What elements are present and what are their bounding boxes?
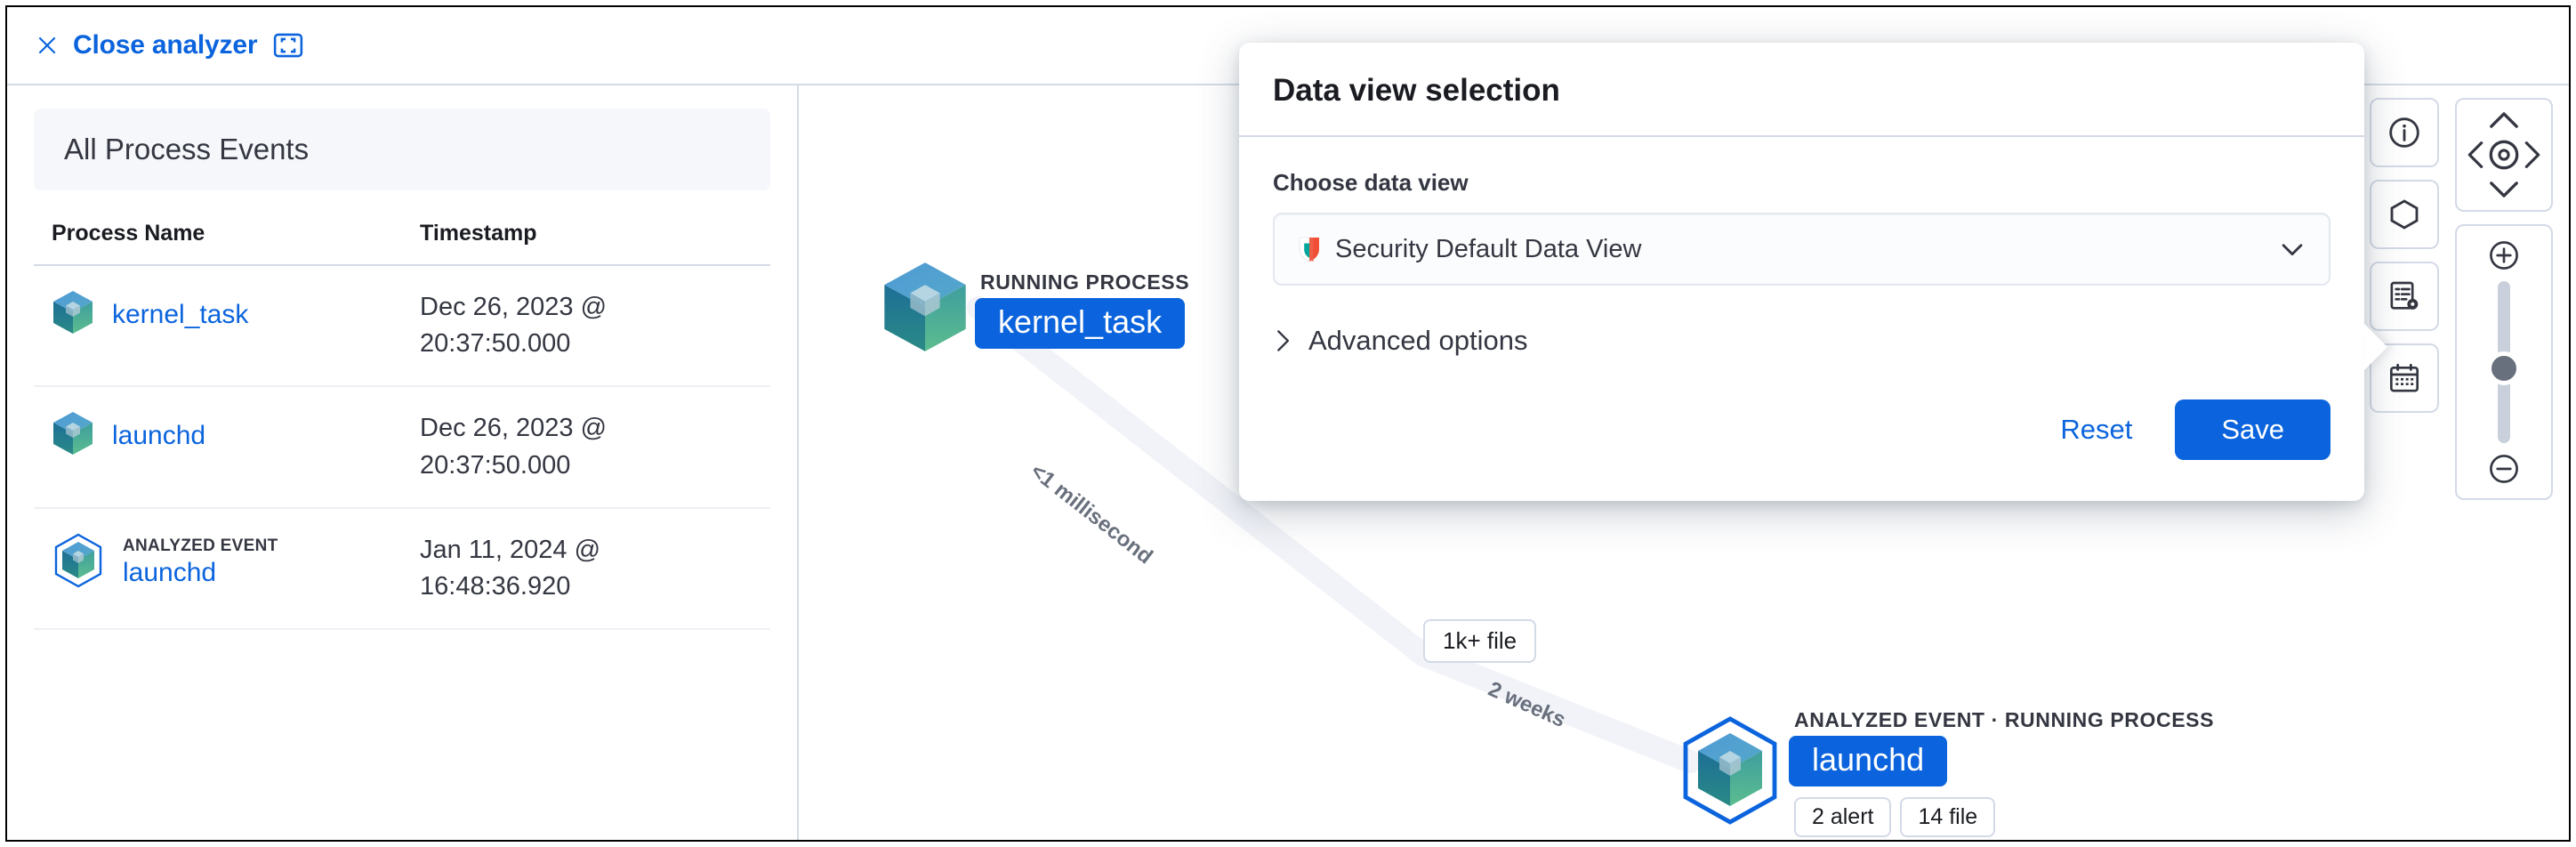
node-legend-button[interactable] [2370,180,2439,249]
advanced-options-toggle[interactable]: Advanced options [1273,325,2330,357]
zoom-slider-thumb[interactable] [2487,351,2521,386]
zoom-control[interactable] [2455,224,2553,500]
file-count-badge[interactable]: 14 file [1900,797,1996,837]
node-name-pill[interactable]: launchd [1789,736,1948,786]
plus-circle-icon[interactable] [2487,238,2521,272]
cell-process-name: launchd [34,386,397,509]
cell-timestamp: Jan 11, 2024 @ 16:48:36.920 [397,507,770,631]
panel-header: All Process Events [34,109,770,190]
file-count-badge[interactable]: 1k+ file [1423,619,1537,663]
list-settings-icon [2390,281,2419,310]
chevron-down-icon [2282,244,2303,256]
process-name-link[interactable]: kernel_task [112,299,249,329]
timestamp-date: Dec 26, 2023 @ [420,293,608,321]
timestamp-date: Jan 11, 2024 @ [420,535,601,564]
column-header-process-name: Process Name [34,221,397,266]
analyzed-process-cube-icon [1677,714,1783,832]
graph-node-launchd[interactable]: ANALYZED EVENT · RUNNING PROCESS launchd… [1677,708,2214,837]
data-view-selection-dialog: Data view selection Choose data view Sec… [1239,43,2387,501]
process-events-panel: All Process Events Process Name Timestam… [7,85,799,840]
data-view-settings-button[interactable] [2370,262,2439,331]
cell-timestamp: Dec 26, 2023 @ 20:37:50.000 [397,265,770,388]
fullscreen-icon[interactable] [273,30,303,60]
center-target-icon [2489,140,2519,170]
pan-right-button[interactable] [2519,138,2546,172]
chevron-down-icon [2490,182,2518,198]
cell-process-name: ANALYZED EVENT launchd [34,507,397,631]
save-button[interactable]: Save [2175,399,2330,460]
cell-timestamp: Dec 26, 2023 @ 20:37:50.000 [397,386,770,509]
data-view-select[interactable]: Security Default Data View [1273,213,2330,286]
calendar-icon [2390,363,2419,392]
process-name-link[interactable]: launchd [123,558,217,588]
graph-tool-column [2370,98,2439,413]
analyzed-event-tag: ANALYZED EVENT [123,536,278,556]
pan-control[interactable] [2455,98,2553,212]
reset-button[interactable]: Reset [2030,401,2162,458]
minus-circle-icon[interactable] [2487,452,2521,486]
dialog-title: Data view selection [1273,73,1560,108]
analyzed-process-cube-icon [52,532,105,593]
process-cube-icon [881,259,970,359]
node-kind-label: RUNNING PROCESS [980,270,1190,294]
zoom-slider-track[interactable] [2487,281,2521,443]
chevron-right-icon [2524,141,2540,168]
advanced-options-label: Advanced options [1308,325,1528,356]
chevron-right-icon [1277,330,1290,351]
process-cube-icon [52,410,94,461]
dialog-body: Choose data view Security Default Data V… [1239,137,2364,364]
close-analyzer-label: Close analyzer [73,30,258,60]
close-icon [38,36,56,54]
node-name-pill[interactable]: kernel_task [975,297,1186,349]
process-cube-icon [52,289,94,340]
elastic-security-shield-icon [1299,237,1319,262]
choose-data-view-label: Choose data view [1273,169,1469,196]
navigation-controls-column [2455,98,2553,500]
data-view-select-value: Security Default Data View [1335,234,1642,263]
chevron-left-icon [2467,141,2483,168]
timestamp-time: 16:48:36.920 [420,571,571,601]
cell-process-name: kernel_task [34,265,397,388]
info-icon [2389,117,2419,148]
pan-left-button[interactable] [2462,138,2489,172]
table-row[interactable]: launchd Dec 26, 2023 @ 20:37:50.000 [34,386,770,509]
dialog-footer: Reset Save [1239,364,2364,501]
process-name-link[interactable]: launchd [112,420,206,450]
graph-edges [967,296,1702,773]
analyzer-window: Close analyzer All Process Events Proces… [5,5,2571,842]
alert-count-badge[interactable]: 2 alert [1794,797,1892,837]
timestamp-time: 20:37:50.000 [420,450,571,480]
table-row[interactable]: kernel_task Dec 26, 2023 @ 20:37:50.000 [34,265,770,388]
table-row[interactable]: ANALYZED EVENT launchd Jan 11, 2024 @ 16… [34,507,770,631]
page-title: All Process Events [64,133,310,165]
node-kind-label: ANALYZED EVENT · RUNNING PROCESS [1794,708,2215,731]
timestamp-date: Dec 26, 2023 @ [420,414,608,443]
timestamp-time: 20:37:50.000 [420,329,571,359]
chevron-up-icon [2490,112,2518,128]
pan-down-button[interactable] [2487,176,2521,203]
center-button[interactable] [2484,135,2524,174]
popover-arrow [2364,324,2387,370]
hexagon-icon [2390,199,2419,230]
process-events-table: Process Name Timestamp [34,221,770,631]
column-header-timestamp: Timestamp [397,221,770,266]
node-badges: 2 alert 14 file [1789,797,2214,837]
close-analyzer-button[interactable]: Close analyzer [36,30,258,60]
pan-up-button[interactable] [2487,107,2521,133]
graph-node-kernel-task[interactable]: RUNNING PROCESS kernel_task [881,259,1189,359]
data-view-select-value-wrap: Security Default Data View [1296,235,2277,264]
info-button[interactable] [2370,98,2439,167]
dialog-header: Data view selection [1239,43,2364,137]
table-header-row: Process Name Timestamp [34,221,770,266]
graph-controls-toolbar [2370,85,2553,500]
